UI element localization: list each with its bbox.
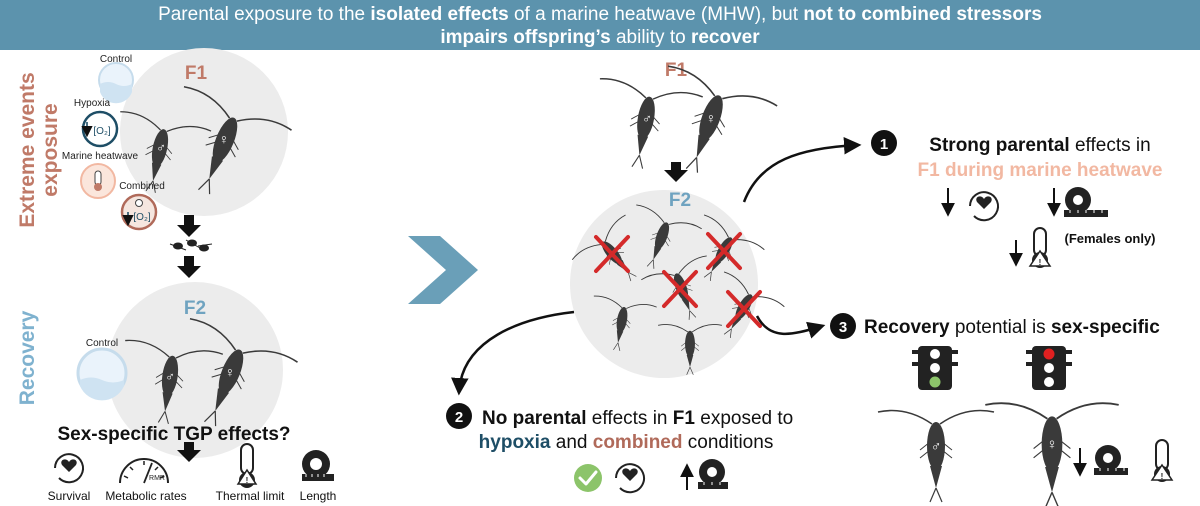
finding-2-line-2-segment-2: combined (593, 432, 683, 453)
center-female-copepod-icon (636, 64, 779, 192)
finding-3-line: Recovery potential is sex-specific (864, 317, 1160, 338)
length-tape-measure-icon (302, 450, 334, 481)
arrow-to-finding-3 (755, 315, 826, 339)
finding-3-number: 3 (839, 319, 847, 336)
side-label-exposure-1: Extreme events (16, 72, 39, 227)
f2-circle-center (570, 190, 758, 378)
thermal-limit-thermometer-icon: ! (236, 443, 258, 488)
banner-line-2: impairs offspring’s ability to recover (440, 27, 760, 48)
finding-2-line-2-segment-3: conditions (682, 432, 773, 453)
svg-text:!: ! (1039, 258, 1042, 267)
heatwave-thermometer-icon (94, 170, 102, 186)
banner-line-2-segment-0: impairs offspring’s (440, 27, 610, 48)
metric-rmr-label: RMR (149, 475, 165, 482)
finding-2-line-2: hypoxia and combined conditions (479, 432, 774, 453)
survival-heart-cycle-icon-f2 (615, 463, 645, 494)
finding-2-line-2-segment-1: and (550, 432, 592, 453)
finding-2-badge (446, 403, 472, 429)
banner-line-1-segment-3: not to combined stressors (803, 4, 1042, 25)
svg-text:♂: ♂ (931, 438, 942, 454)
length-tape-measure-icon-f1 (1064, 187, 1108, 217)
finding-3-line-segment-0: Recovery (864, 317, 950, 338)
banner-line-2-segment-2: recover (691, 27, 760, 48)
survival-heart-cycle-icon (54, 453, 84, 484)
check-circle-icon (574, 464, 602, 492)
metabolic-gauge-icon (119, 458, 169, 484)
thermal-limit-thermometer-icon-f1: ! (1028, 227, 1052, 268)
female-length-tape-measure-icon (1094, 445, 1128, 475)
finding-2-line-1-segment-1: effects in (587, 408, 673, 429)
svg-text:♀: ♀ (706, 110, 717, 126)
svg-text:♂: ♂ (165, 369, 175, 384)
center-male-copepod-icon (585, 76, 704, 178)
survival-heart-cycle-icon-f1 (969, 191, 999, 222)
hypoxia-o2-text: [O₂] (93, 126, 110, 137)
finding-2-number: 2 (455, 409, 463, 426)
f2-circle-left (107, 282, 283, 458)
finding-3-line-segment-1: potential is (950, 317, 1051, 338)
recovery-control-label: Control (86, 338, 118, 349)
finding-2-line-1-segment-0: No parental (482, 408, 587, 429)
traffic-light-red-icon (1026, 346, 1072, 390)
treatment-heatwave-label: Marine heatwave (62, 151, 139, 162)
f1-circle-left (120, 48, 288, 216)
banner-line-1: Parental exposure to the isolated effect… (158, 4, 1042, 25)
svg-text:♂: ♂ (642, 111, 652, 126)
chevron-arrow-icon (408, 236, 478, 304)
finding-3-badge (830, 313, 856, 339)
center-down-arrow-icon (664, 162, 688, 182)
svg-text:!: ! (1161, 472, 1164, 481)
treatment-combined-label: Combined (119, 181, 165, 192)
f2-label-left: F2 (184, 298, 206, 319)
banner-line-2-segment-1: ability to (611, 27, 691, 48)
svg-text:!: ! (246, 476, 249, 485)
treatment-control-label: Control (100, 54, 132, 65)
question-heading: Sex-specific TGP effects? (57, 424, 290, 445)
finding-3-line-segment-2: sex-specific (1051, 317, 1160, 338)
metric-length-label: Length (300, 489, 337, 503)
down-arrow-3-icon (177, 442, 201, 462)
combined-thermometer-icon (135, 199, 143, 207)
f2-label-center: F2 (669, 190, 691, 211)
female-thermal-limit-icon: ! (1150, 439, 1174, 482)
metric-thermal-label: Thermal limit (216, 489, 285, 503)
treatment-hypoxia-label: Hypoxia (74, 98, 111, 109)
finding-1-badge (871, 130, 897, 156)
finding-1-line-1: Strong parental effects in (929, 135, 1150, 156)
f1-label-center: F1 (665, 60, 688, 81)
finding-1-line-2: F1 during marine heatwave (918, 160, 1163, 181)
females-only-note: (Females only) (1064, 231, 1155, 246)
banner-line-1-segment-0: Parental exposure to the (158, 4, 370, 25)
arrow-to-finding-1 (742, 136, 862, 203)
f1-label-left: F1 (185, 63, 208, 84)
finding-3-male-copepod-icon (877, 409, 995, 503)
side-label-recovery: Recovery (16, 310, 39, 405)
finding-1-number: 1 (880, 136, 888, 153)
banner-line-1-segment-2: of a marine heatwave (MHW), but (509, 4, 804, 25)
finding-2-line-1: No parental effects in F1 exposed to (482, 408, 793, 429)
nauplii-icon (169, 239, 213, 252)
finding-2-line-1-segment-3: exposed to (695, 408, 793, 429)
down-arrow-1-icon (177, 215, 201, 237)
metric-metabolic-label: Metabolic rates (105, 489, 186, 503)
side-label-exposure-2: exposure (39, 103, 62, 196)
title-banner (0, 0, 1200, 50)
svg-text:♀: ♀ (1046, 436, 1057, 453)
mortality-cross-icons (594, 232, 762, 328)
finding-2-line-2-segment-0: hypoxia (479, 432, 551, 453)
arrow-to-finding-2 (451, 310, 575, 396)
control-water-icon (100, 82, 132, 104)
traffic-light-green-icon (912, 346, 958, 390)
metric-survival-label: Survival (48, 489, 91, 503)
female-symbol: ♀ (219, 131, 230, 147)
down-arrow-2-icon (177, 256, 201, 278)
svg-text:♀: ♀ (225, 364, 236, 380)
finding-2-line-1-segment-2: F1 (673, 408, 696, 429)
banner-line-1-segment-1: isolated effects (370, 4, 508, 25)
length-tape-measure-icon-f2 (698, 459, 728, 489)
male-symbol: ♂ (156, 140, 166, 155)
combined-o2-text: [O₂] (133, 212, 150, 223)
